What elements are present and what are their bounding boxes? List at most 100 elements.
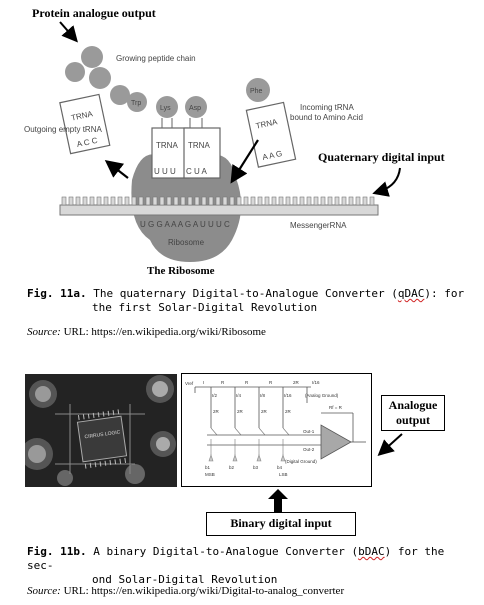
svg-text:MSB: MSB [205,472,215,477]
mrna-tooth [334,196,340,206]
lys-label: Lys [160,105,171,112]
svg-text:2R: 2R [237,409,244,414]
mrna-tooth [229,196,235,206]
mrna-tooth [187,196,193,206]
svg-text:Out-1: Out-1 [303,429,315,434]
mrna-tooth [369,196,375,206]
mrna-tooth [194,196,200,206]
binary-input-callout: Binary digital input [206,512,356,536]
mrna-tooth [173,196,179,206]
mrna-tooth [124,196,130,206]
mrna-tooth [138,196,144,206]
outgoing-trna: TRNA A C C [59,93,111,155]
mrna-tooth [313,196,319,206]
mrna-strand [59,196,379,216]
trna-site-p: TRNA U U U [151,118,189,179]
phe-circle [246,78,270,102]
mrna-tooth [320,196,326,206]
svg-text:b4: b4 [277,465,283,470]
svg-text:A C C: A C C [76,136,99,149]
mrna-tooth [236,196,242,206]
mrna-tooth [250,196,256,206]
ribosome-caption: The Ribosome [147,265,215,277]
mrna-tooth [201,196,207,206]
mrna-tooth [299,196,305,206]
ribosome-label: Ribosome [168,238,205,247]
svg-text:I/16: I/16 [312,380,320,385]
svg-text:R: R [245,380,249,385]
svg-text:I/2: I/2 [212,393,218,398]
mrna-label: MessengerRNA [290,221,347,230]
mrna-tooth [362,196,368,206]
svg-text:2R: 2R [285,409,292,414]
mrna-tooth [152,196,158,206]
mrna-tooth [292,196,298,206]
mrna-tooth [103,196,109,206]
svg-text:Rf = R: Rf = R [329,405,343,410]
chip-marking: CIRRUS LOGIC [84,429,121,440]
svg-text:TRNA: TRNA [188,141,210,150]
incoming-trna: TRNA A A G [245,101,297,168]
quaternary-input-callout: Quaternary digital input [318,150,445,164]
svg-text:I: I [203,380,204,385]
mrna-tooth [271,196,277,206]
mrna-tooth [82,196,88,206]
svg-text:b3: b3 [253,465,259,470]
mrna-tooth [117,196,123,206]
mrna-tooth [96,196,102,206]
mrna-tooth [215,196,221,206]
mrna-tooth [180,196,186,206]
dac-chip [76,415,128,463]
trna-site-a: TRNA C U A [183,118,221,179]
svg-text:b1: b1 [205,465,211,470]
fig-11a-source: Source: URL: https://en.wikipedia.org/wi… [27,326,266,338]
fig-11b-source: Source: URL: https://en.wikipedia.org/wi… [27,585,345,597]
svg-text:2R: 2R [261,409,268,414]
mrna-tooth [355,196,361,206]
analogue-callout-arrow [377,433,403,457]
svg-text:LSB: LSB [279,472,288,477]
protein-output-callout: Protein analogue output [32,6,156,20]
fig-11a-caption: Fig. 11a. The quaternary Digital-to-Anal… [27,287,465,314]
mrna-sequence: U G G A A A G A U U U C [140,220,230,229]
asp-label: Asp [189,105,201,112]
peptide-chain [65,46,207,118]
svg-text:R: R [269,380,273,385]
svg-text:I/8: I/8 [260,393,266,398]
svg-text:2R: 2R [213,409,220,414]
incoming-label-1: Incoming tRNA [300,103,354,112]
svg-text:A A G: A A G [262,149,283,162]
svg-text:b2: b2 [229,465,235,470]
mrna-tooth [222,196,228,206]
svg-text:Vref: Vref [185,381,194,386]
svg-text:TRNA: TRNA [156,141,178,150]
exit-arrow [104,159,129,179]
analogue-output-callout: Analogue output [381,395,445,431]
mrna-tooth [75,196,81,206]
quaternary-callout-arrow [372,167,401,197]
outgoing-label: Outgoing empty tRNA [24,125,102,134]
mrna-tooth [327,196,333,206]
dac-schematic: Vref I R R R 2R I/16 I/2 I/4 I/8 I/16 2R… [181,373,372,487]
trp-label: Trp [131,100,141,107]
mrna-tooth [208,196,214,206]
mrna-tooth [166,196,172,206]
protein-callout-arrow [59,21,78,43]
circuit-board-photo: CIRRUS LOGIC [25,374,177,487]
svg-text:I/4: I/4 [236,393,242,398]
mrna-tooth [131,196,137,206]
svg-text:C U A: C U A [186,167,208,176]
phe-label: Phe [250,88,263,95]
svg-text:I/16: I/16 [284,393,292,398]
fig-11b-caption: Fig. 11b. A binary Digital-to-Analogue C… [27,545,445,586]
mrna-tooth [145,196,151,206]
entry-arrow [230,139,259,184]
svg-text:(Digital Ground): (Digital Ground) [285,459,317,464]
mrna-tooth [348,196,354,206]
mrna-tooth [89,196,95,206]
mrna-tooth [306,196,312,206]
binary-callout-arrow [268,489,288,513]
svg-text:Out-2: Out-2 [303,447,315,452]
mrna-tooth [264,196,270,206]
svg-text:2R: 2R [293,380,300,385]
